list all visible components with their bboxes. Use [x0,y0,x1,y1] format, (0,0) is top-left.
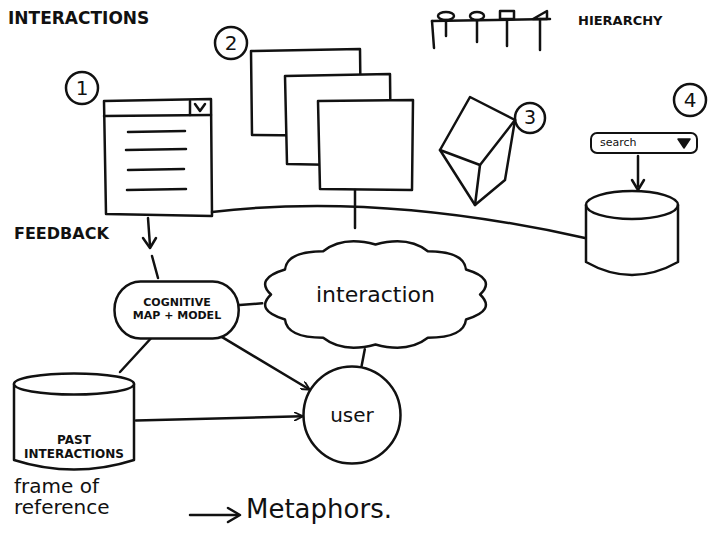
feedback-label-holder: FEEDBACK [14,226,109,243]
callout-number-holder: 3 [524,108,536,128]
concept-blob: COGNITIVE MAP + MODEL [113,280,240,340]
node-text: search [600,137,637,150]
cloud-node: interaction [248,232,503,357]
connector-line [120,338,152,373]
leads-to-arrow [228,508,240,522]
sketch-title: INTERACTIONS [8,8,149,28]
user-circle: user [302,365,402,465]
section-label-holder: HIERARCHY [578,14,663,28]
note-text-holder: frame of reference [14,476,184,518]
node-text-holder: PAST INTERACTIONS [22,434,126,462]
section-label: HIERARCHY [578,13,663,28]
callout-number: 3 [524,106,536,128]
node-text: interaction [316,282,435,307]
cube [440,97,515,205]
store-cylinder: PAST INTERACTIONS [12,372,136,472]
connector-line [362,349,365,366]
node-text: COGNITIVE MAP + MODEL [129,297,225,322]
connector-line [216,334,309,390]
node-text-holder: interaction [316,282,435,307]
callout-circle [215,27,247,59]
leads-to-arrow [190,514,238,517]
callout-number: 1 [76,76,89,100]
node-text: user [330,404,374,427]
callout-circle [674,84,706,116]
stacked-windows [251,49,413,190]
callout-circle [515,103,545,133]
note-text-holder: Metaphors. [246,496,392,523]
callout-number: 4 [684,88,697,112]
feedback-line [152,256,158,278]
search-box: search [590,132,698,154]
feedback-label: FEEDBACK [14,224,109,243]
link-line [354,190,357,228]
callout-number-holder: 1 [76,78,89,99]
connector-line [240,303,263,305]
note-text: frame of reference [14,474,110,519]
database-cylinder [586,156,678,275]
callout-number-holder: 4 [684,90,697,111]
connector-line [136,416,302,420]
callout-circle [66,72,98,104]
node-text-holder: COGNITIVE MAP + MODEL [129,297,225,322]
note-text: Metaphors. [246,494,392,524]
hierarchy-tree [432,11,550,50]
node-text: PAST INTERACTIONS [22,434,126,462]
link-curve [212,206,585,238]
callout-number: 2 [225,31,238,55]
callout-number-holder: 2 [225,33,238,54]
list-panel [104,99,212,216]
node-text-holder: user [330,404,374,427]
feedback-arrow [148,218,150,246]
feedback-arrow [143,238,156,248]
sketch-title-holder: INTERACTIONS [8,10,149,28]
node-text-holder: search [600,137,637,150]
